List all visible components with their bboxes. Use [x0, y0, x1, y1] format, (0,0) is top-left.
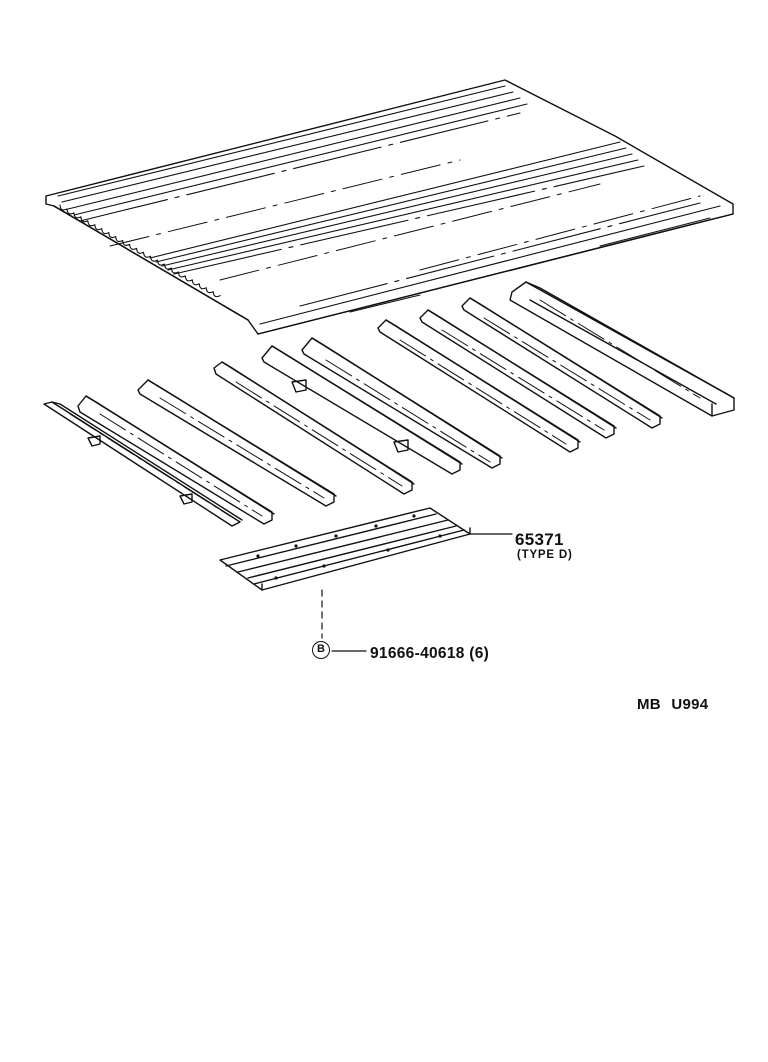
- floor-panel: [45, 79, 734, 335]
- crossmember-1: [43, 401, 243, 527]
- rear-sill: [509, 281, 735, 417]
- crossmember-6: [301, 337, 503, 469]
- floor-ribs-rear: [57, 85, 528, 222]
- crossmember-5: [261, 345, 463, 475]
- crossmember-7: [377, 319, 581, 453]
- crossmember-2: [77, 395, 275, 525]
- crossmember-8: [419, 309, 617, 439]
- crossmember-3: [137, 379, 337, 507]
- corrugated-edge: [59, 204, 221, 298]
- diagram-code: MB U994: [637, 696, 709, 713]
- crossmember-9: [461, 297, 663, 429]
- crossmember-4: [213, 361, 415, 495]
- floor-ribs-center: [149, 141, 645, 275]
- bolt-symbol-icon: B: [312, 641, 330, 659]
- floor-ribs-front: [259, 202, 721, 325]
- callout-part-number-65371: 65371: [515, 530, 564, 549]
- callout-type-note: (TYPE D): [517, 549, 573, 561]
- callout-bolt-part-number: 91666-40618 (6): [370, 645, 490, 662]
